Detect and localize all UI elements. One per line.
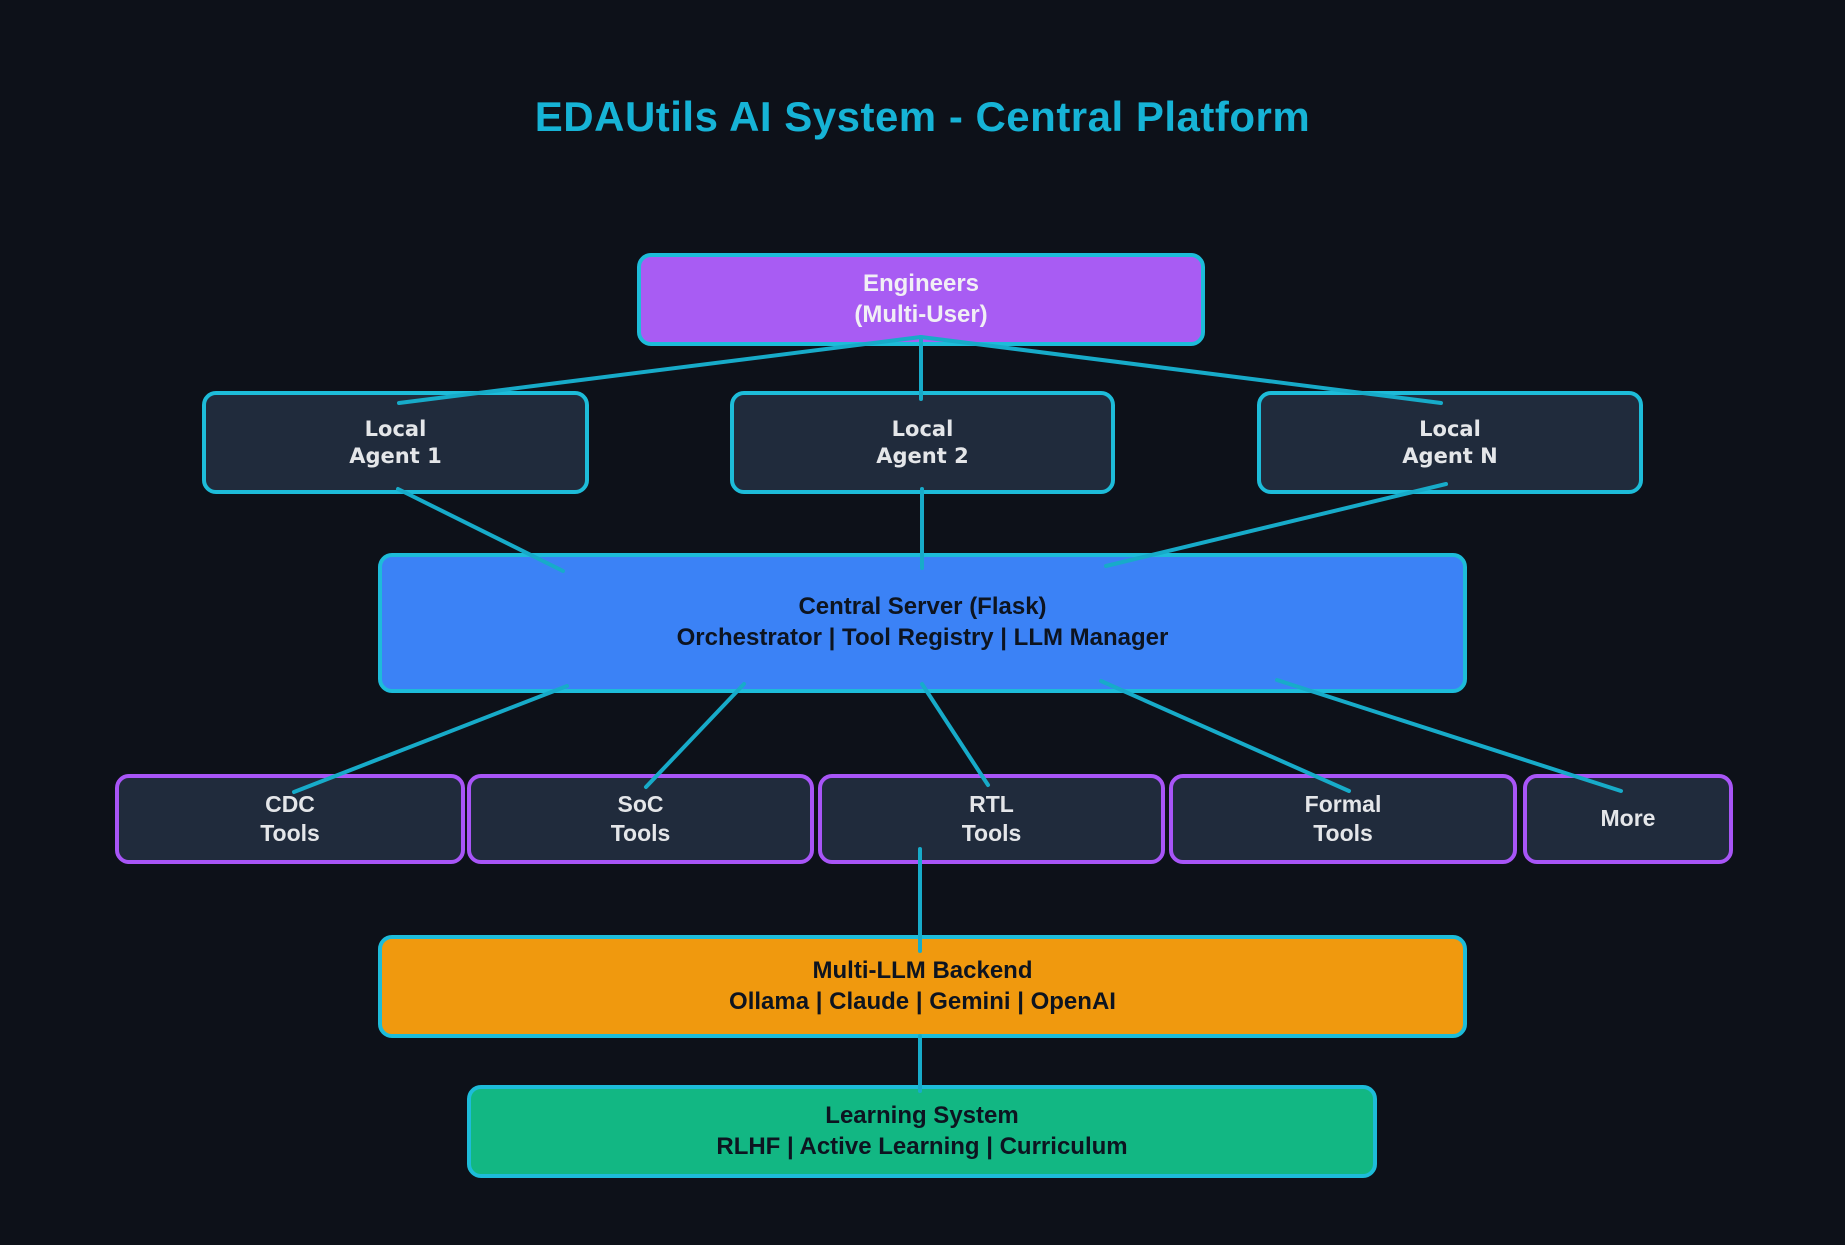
node-server-line1: Central Server (Flask): [798, 593, 1047, 621]
node-soc-line1: SoC: [617, 790, 664, 817]
node-engineers: Engineers (Multi-User): [637, 253, 1205, 346]
node-more-tools: More: [1523, 774, 1733, 864]
node-local-agent-1: Local Agent 1: [202, 391, 589, 494]
diagram-title: EDAUtils AI System - Central Platform: [534, 93, 1311, 140]
node-central-server: Central Server (Flask) Orchestrator | To…: [378, 553, 1467, 693]
node-rtl-line2: Tools: [961, 820, 1022, 846]
node-agent2-line1: Local: [891, 416, 954, 441]
node-soc-tools: SoC Tools: [467, 774, 814, 864]
edge-server-to-rtl: [920, 682, 990, 787]
node-formal-line1: Formal: [1304, 790, 1382, 817]
node-rtl-line1: RTL: [969, 790, 1014, 817]
node-cdc-line1: CDC: [265, 790, 315, 817]
node-soc-line2: Tools: [610, 820, 671, 846]
node-multi-llm-backend: Multi-LLM Backend Ollama | Claude | Gemi…: [378, 935, 1467, 1038]
node-engineers-line1: Engineers: [862, 269, 980, 297]
node-llm-line2: Ollama | Claude | Gemini | OpenAI: [729, 987, 1116, 1015]
node-formal-line2: Tools: [1313, 820, 1373, 846]
node-local-agent-2: Local Agent 2: [730, 391, 1115, 494]
node-server-line2: Orchestrator | Tool Registry | LLM Manag…: [676, 624, 1169, 651]
node-local-agent-n: Local Agent N: [1257, 391, 1643, 494]
node-llm-line1: Multi-LLM Backend: [812, 956, 1033, 984]
node-learning-system: Learning System RLHF | Active Learning |…: [467, 1085, 1377, 1178]
node-cdc-tools: CDC Tools: [115, 774, 465, 864]
node-agentN-line2: Agent N: [1402, 443, 1498, 468]
node-learning-line1: Learning System: [825, 1101, 1019, 1129]
node-more-line1: More: [1600, 805, 1656, 832]
node-agent1-line1: Local: [364, 416, 427, 441]
node-agentN-line1: Local: [1419, 416, 1481, 441]
node-formal-tools: Formal Tools: [1169, 774, 1517, 864]
node-rtl-tools: RTL Tools: [818, 774, 1165, 864]
node-agent2-line2: Agent 2: [876, 443, 969, 468]
node-agent1-line2: Agent 1: [349, 443, 442, 468]
node-learning-line2: RLHF | Active Learning | Curriculum: [716, 1132, 1128, 1160]
node-cdc-line2: Tools: [260, 820, 320, 846]
node-engineers-line2: (Multi-User): [854, 300, 988, 328]
edge-server-to-soc: [644, 682, 746, 789]
